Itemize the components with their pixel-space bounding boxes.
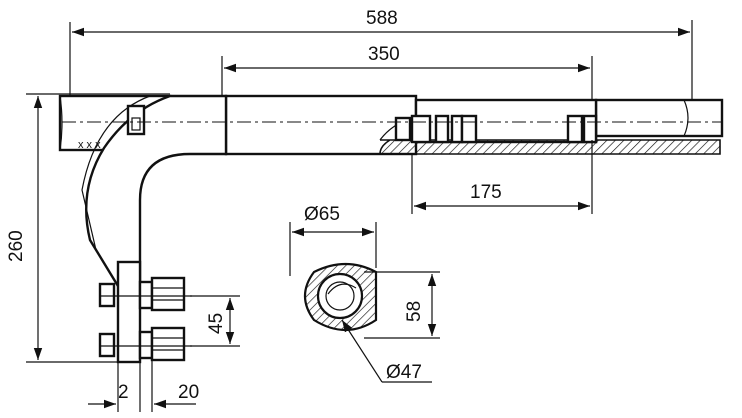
hatched-sleeve (379, 117, 721, 155)
dim-thread-length: 175 (470, 182, 502, 203)
dimension-lines (26, 20, 693, 412)
bracket-body (58, 94, 724, 364)
section-view (303, 262, 378, 331)
dim-plate-thickness: 2 (118, 382, 129, 403)
dim-flat-width: 58 (404, 301, 425, 322)
dim-tube-length: 350 (368, 44, 400, 65)
dim-overall-length: 588 (366, 8, 398, 29)
dim-height: 260 (6, 230, 27, 262)
weld-marks: x x x (78, 139, 101, 151)
dim-outer-diameter: Ø65 (304, 204, 340, 225)
bolt-upper (98, 276, 192, 312)
dim-nut-offset: 20 (178, 382, 199, 403)
bolt-lower (98, 326, 192, 362)
dim-bolt-spacing: 45 (206, 313, 227, 334)
dim-inner-diameter: Ø47 (386, 362, 422, 383)
